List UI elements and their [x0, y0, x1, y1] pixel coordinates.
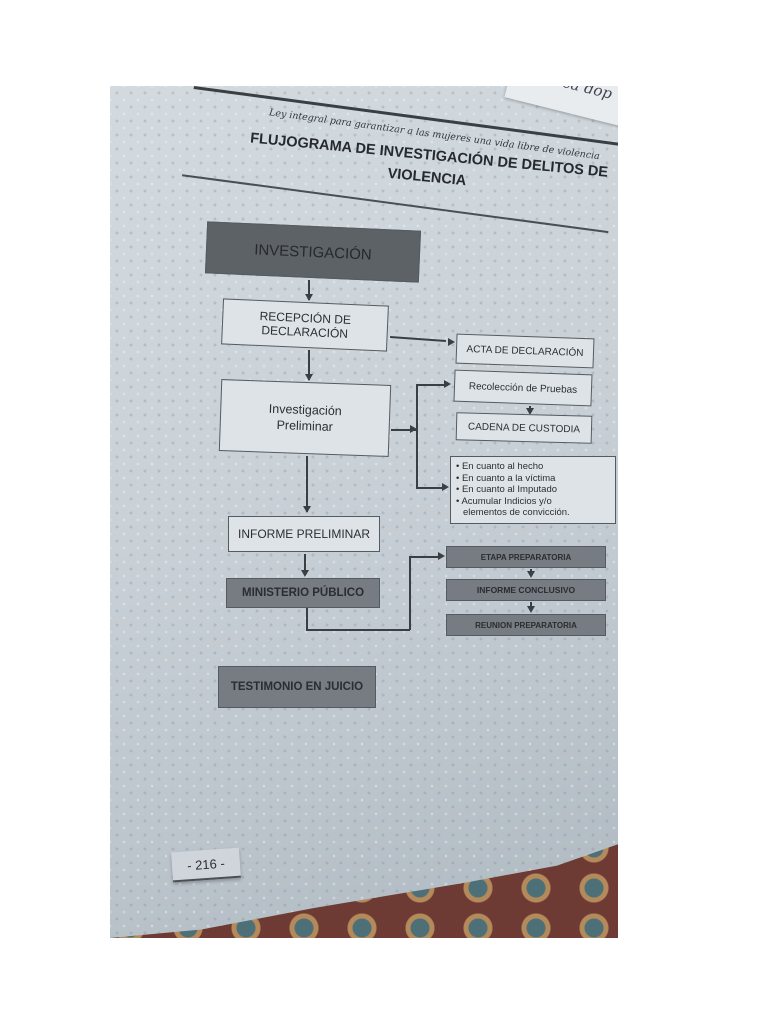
recepcion-label: RECEPCIÓN DE DECLARACIÓN: [259, 309, 352, 341]
connector: [416, 384, 448, 386]
connector: [306, 456, 308, 512]
arrow-down-icon: [305, 374, 313, 381]
connector: [308, 280, 310, 300]
ministerio-publico-label: MINISTERIO PÚBLICO: [241, 587, 365, 599]
connector: [390, 336, 446, 342]
criterio-item: • En cuanto al Imputado: [456, 484, 558, 496]
arrow-down-icon: [305, 294, 313, 301]
connector: [391, 429, 417, 431]
acta-declaracion-box: ACTA DE DECLARACIÓN: [455, 333, 595, 369]
document-photo: Ley integral para garantizar a las mujer…: [110, 86, 618, 938]
arrow-down-icon: [303, 506, 311, 513]
testimonio-box: TESTIMONIO EN JUICIO: [218, 666, 376, 708]
connector: [306, 629, 410, 631]
investigacion-preliminar-label: Investigación Preliminar: [268, 401, 342, 434]
informe-preliminar-label: INFORME PRELIMINAR: [237, 527, 370, 541]
etapa-preparatoria-box: ETAPA PREPARATORIA: [446, 546, 606, 568]
informe-conclusivo-box: INFORME CONCLUSIVO: [446, 579, 606, 601]
criterio-item: elementos de convicción.: [463, 507, 570, 519]
criterio-item: • Acumular Indicios y/o: [456, 495, 552, 507]
arrow-right-icon: [448, 338, 455, 346]
criterio-item: • En cuanto a la víctima: [456, 472, 556, 484]
criterios-box: • En cuanto al hecho • En cuanto a la ví…: [450, 456, 616, 524]
acta-declaracion-label: ACTA DE DECLARACIÓN: [466, 343, 584, 359]
arrow-right-icon: [410, 425, 417, 433]
arrow-right-icon: [438, 552, 445, 560]
testimonio-label: TESTIMONIO EN JUICIO: [230, 681, 364, 693]
connector: [308, 350, 310, 380]
cadena-custodia-box: CADENA DE CUSTODIA: [455, 412, 593, 444]
arrow-down-icon: [526, 408, 534, 415]
connector: [306, 608, 308, 630]
book-page: Ley integral para garantizar a las mujer…: [110, 86, 618, 938]
recoleccion-pruebas-label: Recolección de Pruebas: [468, 380, 578, 396]
arrow-down-icon: [527, 571, 535, 578]
page-number: - 216 -: [171, 847, 241, 883]
connector: [409, 556, 411, 630]
connector: [304, 554, 306, 574]
etapa-preparatoria-label: ETAPA PREPARATORIA: [480, 552, 572, 562]
connector: [409, 556, 439, 558]
informe-conclusivo-label: INFORME CONCLUSIVO: [476, 585, 576, 595]
connector: [416, 384, 418, 488]
criterios-list: • En cuanto al hecho • En cuanto a la ví…: [456, 461, 570, 519]
cadena-custodia-label: CADENA DE CUSTODIA: [467, 421, 581, 435]
arrow-down-icon: [301, 570, 309, 577]
arrow-right-icon: [444, 380, 451, 388]
criterio-item: • En cuanto al hecho: [456, 461, 544, 473]
recoleccion-pruebas-box: Recolección de Pruebas: [453, 369, 593, 407]
reunion-preparatoria-label: REUNION PREPARATORIA: [475, 620, 577, 630]
arrow-down-icon: [527, 606, 535, 613]
investigacion-preliminar-box: Investigación Preliminar: [218, 379, 392, 457]
ministerio-publico-box: MINISTERIO PÚBLICO: [226, 578, 380, 608]
arrow-right-icon: [442, 483, 449, 491]
reunion-preparatoria-box: REUNION PREPARATORIA: [446, 614, 606, 636]
investigacion-label: INVESTIGACIÓN: [253, 240, 373, 264]
recepcion-box: RECEPCIÓN DE DECLARACIÓN: [221, 298, 389, 352]
informe-preliminar-box: INFORME PRELIMINAR: [228, 516, 380, 552]
connector: [416, 487, 446, 489]
investigacion-box: INVESTIGACIÓN: [204, 221, 422, 283]
note-scribble: PU ca dop: [534, 86, 614, 103]
